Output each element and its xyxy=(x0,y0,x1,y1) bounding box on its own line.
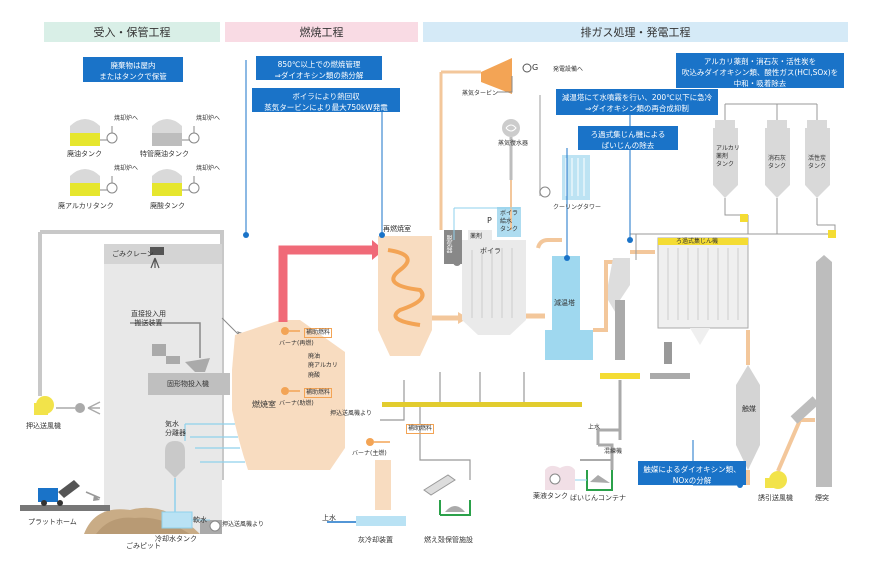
label-quench-tower: 減温塔 xyxy=(554,299,575,307)
label-pump-p: P xyxy=(487,216,492,225)
label-kiln: 燃焼室 xyxy=(252,400,276,409)
label-dust-container: ばいじんコンテナ xyxy=(570,494,626,502)
label-mixer: 混練機 xyxy=(604,448,623,455)
label-aux-fuel-2: 補助燃料 xyxy=(304,388,333,398)
label-solid-feeder: 固形物投入機 xyxy=(167,380,209,388)
note-chem: アルカリ薬剤・消石灰・活性炭を 吹込みダイオキシン類、酸性ガス(HCl,SOx)… xyxy=(676,53,844,88)
label-cooling-tank: 冷却水タンク xyxy=(155,535,197,543)
turbine-icon xyxy=(481,58,532,94)
label-carbon-tank: 活性炭 タンク xyxy=(808,155,827,170)
label-ash-cooler: 灰冷却装置 xyxy=(358,536,393,544)
label-deaerator: 脱気器 xyxy=(445,235,452,253)
label-to-incinerator-3: 焼却炉へ xyxy=(114,165,139,172)
label-from-push-fan-1: 押込送風機より xyxy=(330,410,372,417)
label-alkali-tank: 廃アルカリタンク xyxy=(58,202,114,210)
label-turbine: 蒸気タービン xyxy=(462,90,499,97)
note-catalyst: 触媒によるダイオキシン類、 NOxの分解 xyxy=(638,461,746,485)
label-bag-filter: ろ過式集じん機 xyxy=(676,238,719,245)
label-aux-fuel-3: 補助燃料 xyxy=(406,424,435,434)
label-second-chamber: 再燃焼室 xyxy=(383,225,411,233)
note-dust: ろ過式集じん機による ばいじんの除去 xyxy=(578,126,678,150)
label-soft-water: 軟水 xyxy=(193,516,207,524)
label-to-incinerator-2: 焼却炉へ xyxy=(196,115,221,122)
bag-filter xyxy=(657,237,749,329)
label-burner-c: バーナ(主燃) xyxy=(352,450,387,457)
quench-tower xyxy=(545,256,593,360)
note-850: 850℃以上での燃焼管理 ⇒ダイオキシン類の熱分解 xyxy=(256,56,382,80)
label-burner-b: バーナ(助燃) xyxy=(279,400,314,407)
label-to-power: 発電設備へ xyxy=(553,66,584,73)
label-to-incinerator-4: 焼却炉へ xyxy=(196,165,221,172)
label-boiler: ボイラ xyxy=(480,247,501,255)
header-combustion: 燃焼工程 xyxy=(225,22,418,42)
label-supply-water: 上水 xyxy=(322,514,336,522)
label-burner-a: バーナ(再燃) xyxy=(279,340,314,347)
label-waste-oil-tank: 廃油タンク xyxy=(67,150,102,158)
stack xyxy=(816,262,832,487)
label-steam-water-sep: 気水 分離器 xyxy=(165,420,186,437)
boiler-body xyxy=(462,240,526,320)
label-chem-short: 薬剤 xyxy=(470,233,483,240)
note-cooling: 減温塔にて水噴霧を行い、200℃以下に急冷 ⇒ダイオキシン類の再合成抑制 xyxy=(556,89,718,115)
label-pit: ごみピット xyxy=(126,542,161,550)
label-cooling-tower: クーリングタワー xyxy=(553,204,602,211)
truck-icon xyxy=(38,480,80,506)
push-fan-icon xyxy=(34,396,54,415)
label-waste-alk: 廃アルカリ xyxy=(308,362,338,369)
label-special-oil-tank: 特管廃油タンク xyxy=(140,150,189,158)
label-waste-oil: 廃油 xyxy=(308,353,321,360)
label-acid-tank: 廃酸タンク xyxy=(150,202,185,210)
label-waste-acid: 廃酸 xyxy=(308,372,321,379)
label-supply-water-2: 上水 xyxy=(588,424,601,431)
note-boiler: ボイラにより熱回収 蒸気タービンにより最大750kW発電 xyxy=(252,88,400,112)
label-boiler-water: ボイラ 給水 タンク xyxy=(500,210,519,233)
label-generator: G xyxy=(532,63,539,72)
label-direct-feed: 直接投入用 搬送装置 xyxy=(131,310,166,327)
label-catalyst: 触媒 xyxy=(742,405,756,413)
kiln-body xyxy=(232,320,345,470)
catalyst-reactor xyxy=(736,365,760,470)
label-condenser: 蒸気復水器 xyxy=(498,140,529,147)
label-to-incinerator-1: 焼却炉へ xyxy=(114,115,139,122)
label-platform: プラットホーム xyxy=(28,518,77,526)
header-exhaust: 排ガス処理・発電工程 xyxy=(423,22,848,42)
header-storage: 受入・保管工程 xyxy=(44,22,220,42)
label-chem-liquid-tank: 薬液タンク xyxy=(533,492,568,500)
label-residue-store: 燃え殻保管施設 xyxy=(424,536,473,544)
induced-fan-icon xyxy=(765,471,787,489)
note-storage: 廃棄物は屋内 またはタンクで保管 xyxy=(83,57,183,82)
label-push-fan: 押込送風機 xyxy=(26,422,61,430)
label-lime-tank: 消石灰 タンク xyxy=(768,155,787,170)
label-from-push-fan-2: 押込送風機より xyxy=(222,521,264,528)
label-induced-fan: 誘引送風機 xyxy=(758,494,793,502)
label-alk-tank: アルカリ 薬剤 タンク xyxy=(716,145,740,168)
label-aux-fuel-1: 補助燃料 xyxy=(304,328,333,338)
label-stack: 煙突 xyxy=(815,494,829,502)
label-crane: ごみクレーン xyxy=(112,250,154,258)
